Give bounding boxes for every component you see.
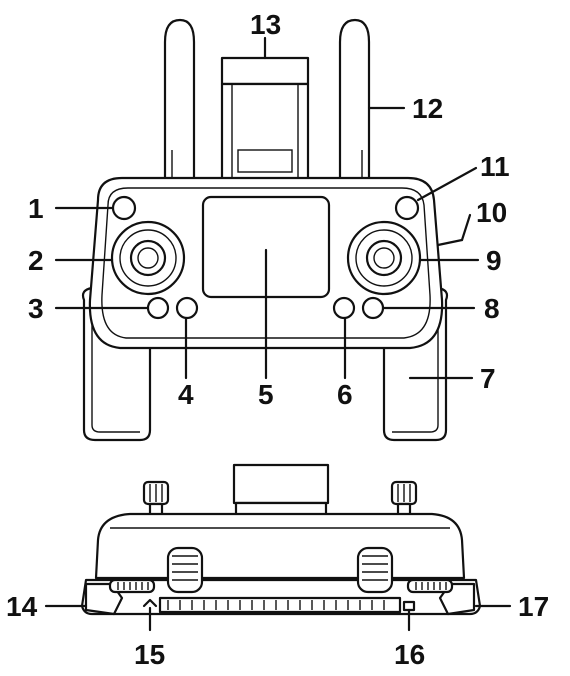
button-8 xyxy=(361,296,385,320)
callout-numbers: 1 2 3 4 5 6 7 8 9 10 11 12 13 14 15 16 1… xyxy=(6,9,549,670)
callout-13: 13 xyxy=(250,9,281,40)
callout-5: 5 xyxy=(258,379,274,410)
callout-2: 2 xyxy=(28,245,44,276)
callout-11: 11 xyxy=(480,151,510,182)
callout-16: 16 xyxy=(394,639,425,670)
callout-7: 7 xyxy=(480,363,496,394)
callout-6: 6 xyxy=(337,379,353,410)
bottom-leader-lines xyxy=(44,604,512,632)
right-stick-top xyxy=(390,480,418,518)
callout-10: 10 xyxy=(476,197,507,228)
callout-15: 15 xyxy=(134,639,165,670)
left-stick xyxy=(110,220,186,296)
front-leader-lines xyxy=(54,36,480,380)
phone-holder xyxy=(220,56,310,186)
callout-1: 1 xyxy=(28,193,44,224)
callout-8: 8 xyxy=(484,293,500,324)
button-11 xyxy=(394,195,420,221)
left-antenna xyxy=(163,18,196,184)
right-antenna xyxy=(338,18,371,184)
bottom-vent-slots xyxy=(158,596,402,614)
callout-17: 17 xyxy=(518,591,549,622)
button-6 xyxy=(332,296,356,320)
left-scroll-wheel xyxy=(166,546,204,594)
button-1 xyxy=(111,195,137,221)
right-vent xyxy=(406,578,454,594)
callout-14: 14 xyxy=(6,591,38,622)
right-scroll-wheel xyxy=(356,546,394,594)
button-4 xyxy=(175,296,199,320)
button-3 xyxy=(146,296,170,320)
left-vent xyxy=(108,578,156,594)
callout-3: 3 xyxy=(28,293,44,324)
bottom-view xyxy=(44,463,512,632)
callout-9: 9 xyxy=(486,245,502,276)
right-stick xyxy=(346,220,422,296)
callout-12: 12 xyxy=(412,93,443,124)
front-view xyxy=(54,18,480,442)
callout-4: 4 xyxy=(178,379,194,410)
left-stick-top xyxy=(142,480,170,518)
